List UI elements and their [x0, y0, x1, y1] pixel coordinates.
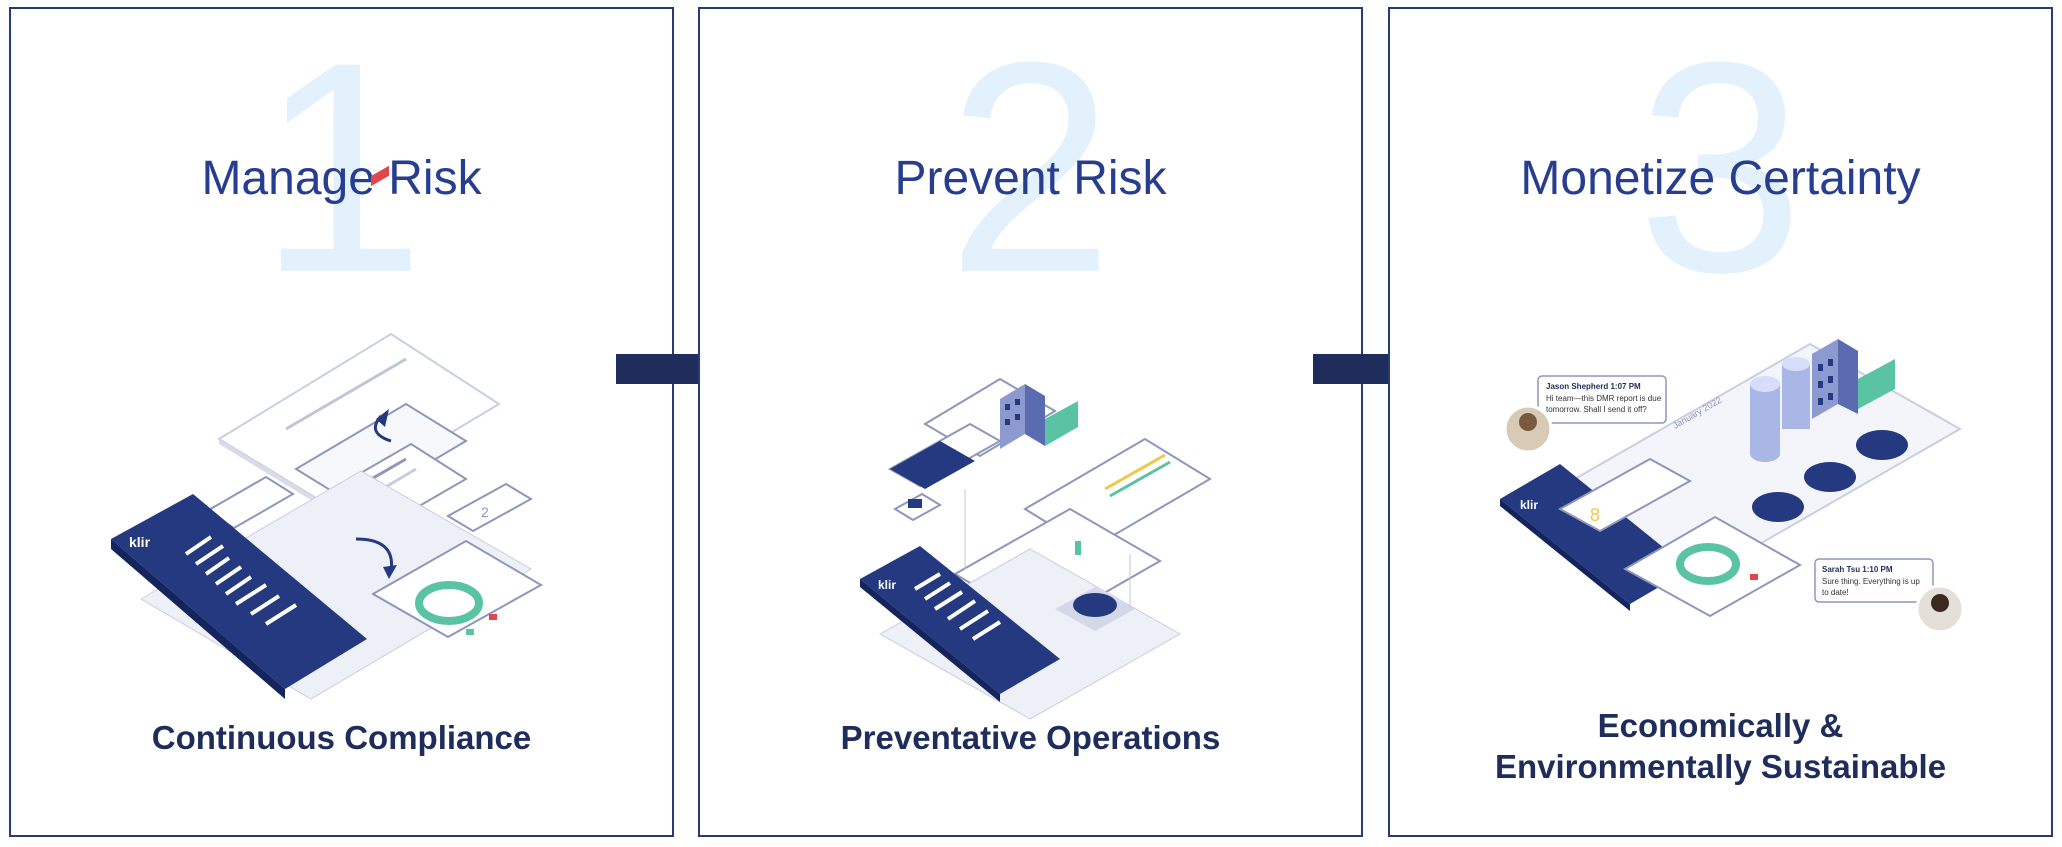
- svg-text:2: 2: [481, 504, 489, 520]
- svg-text:Hi team—this DMR report is due: Hi team—this DMR report is due: [1546, 394, 1662, 403]
- operations-illustration: klir: [860, 377, 1212, 720]
- step-card-2: 2 Prevent Risk klir: [698, 7, 1363, 837]
- compliance-illustration: 2 klir: [111, 165, 544, 700]
- step-subtitle: Continuous Compliance: [151, 719, 532, 756]
- svg-text:tomorrow. Shall I send it off?: tomorrow. Shall I send it off?: [1546, 405, 1647, 414]
- svg-text:Jason Shepherd 1:07 PM: Jason Shepherd 1:07 PM: [1546, 382, 1641, 391]
- step-subtitle-line-1: Economically &: [1597, 707, 1844, 744]
- svg-text:to date!: to date!: [1822, 588, 1849, 597]
- svg-text:Sarah Tsu 1:10 PM: Sarah Tsu 1:10 PM: [1822, 565, 1893, 574]
- step-title: Prevent Risk: [894, 152, 1167, 205]
- step-subtitle: Economically & Environmentally Sustainab…: [1390, 705, 2051, 787]
- svg-text:klir: klir: [1520, 498, 1538, 512]
- svg-text:klir: klir: [878, 578, 896, 592]
- step-title: Manage Risk: [201, 152, 482, 205]
- step-number: 2: [947, 7, 1114, 335]
- step-number: 3: [1637, 7, 1804, 335]
- sustainability-illustration: January 2022 klir 8: [1500, 339, 1965, 634]
- step-card-3: 3 Monetize Certainty January 2022 klir: [1388, 7, 2053, 837]
- step-subtitle: Preventative Operations: [840, 719, 1221, 756]
- step-number: 1: [258, 7, 425, 335]
- step-card-1: 1 Manage Risk 2 klir: [9, 7, 674, 837]
- svg-text:Sure thing. Everything is up: Sure thing. Everything is up: [1822, 577, 1920, 586]
- step-subtitle-line-2: Environmentally Sustainable: [1494, 748, 1947, 785]
- step-title: Monetize Certainty: [1520, 152, 1921, 205]
- svg-text:8: 8: [1590, 505, 1600, 525]
- svg-text:klir: klir: [129, 534, 151, 550]
